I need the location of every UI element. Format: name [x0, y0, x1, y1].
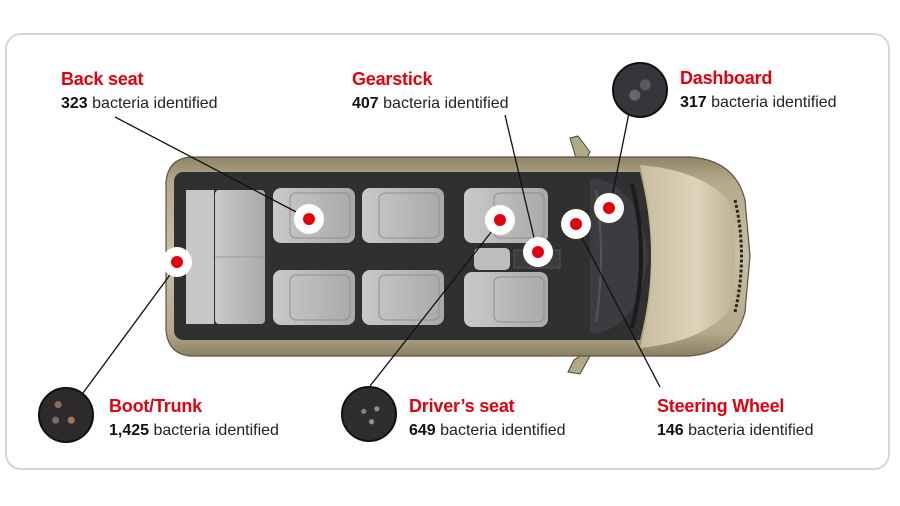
marker-dashboard — [594, 193, 624, 223]
unit-text: bacteria identified — [688, 422, 814, 439]
bacteria-count: 323 — [61, 95, 88, 112]
marker-boot-trunk — [162, 247, 192, 277]
marker-back-seat — [294, 204, 324, 234]
unit-text: bacteria identified — [153, 422, 279, 439]
label-gearstick: Gearstick 407 bacteria identified — [352, 70, 509, 112]
bacteria-count: 1,425 — [109, 422, 150, 439]
bacteria-count: 146 — [657, 422, 684, 439]
unit-text: bacteria identified — [440, 422, 566, 439]
label-back-seat: Back seat 323 bacteria identified — [61, 70, 218, 112]
label-drivers-seat: Driver’s seat 649 bacteria identified — [409, 397, 566, 439]
label-steering-wheel: Steering Wheel 146 bacteria identified — [657, 397, 814, 439]
location-name: Dashboard — [680, 68, 773, 88]
bacteria-count: 649 — [409, 422, 436, 439]
hotspot-markers — [162, 193, 624, 277]
location-name: Gearstick — [352, 69, 433, 89]
location-name: Driver’s seat — [409, 396, 515, 416]
location-name: Back seat — [61, 69, 144, 89]
petri-dish-boot-trunk — [38, 387, 94, 443]
label-boot-trunk: Boot/Trunk 1,425 bacteria identified — [109, 397, 279, 439]
unit-text: bacteria identified — [711, 94, 837, 111]
bacteria-count: 317 — [680, 94, 707, 111]
unit-text: bacteria identified — [383, 95, 509, 112]
label-dashboard: Dashboard 317 bacteria identified — [680, 69, 837, 111]
petri-dish-dashboard — [612, 62, 668, 118]
left-mirror — [569, 135, 591, 161]
marker-steering-wheel — [561, 209, 591, 239]
location-name: Steering Wheel — [657, 396, 785, 416]
bacteria-count: 407 — [352, 95, 379, 112]
marker-gearstick — [523, 237, 553, 267]
leader-lines — [82, 107, 661, 394]
location-name: Boot/Trunk — [109, 396, 202, 416]
marker-drivers-seat — [485, 205, 515, 235]
center-console — [474, 248, 510, 270]
petri-dish-drivers-seat — [341, 386, 397, 442]
car-hood — [640, 165, 735, 348]
unit-text: bacteria identified — [92, 95, 218, 112]
front-seats — [464, 188, 548, 327]
